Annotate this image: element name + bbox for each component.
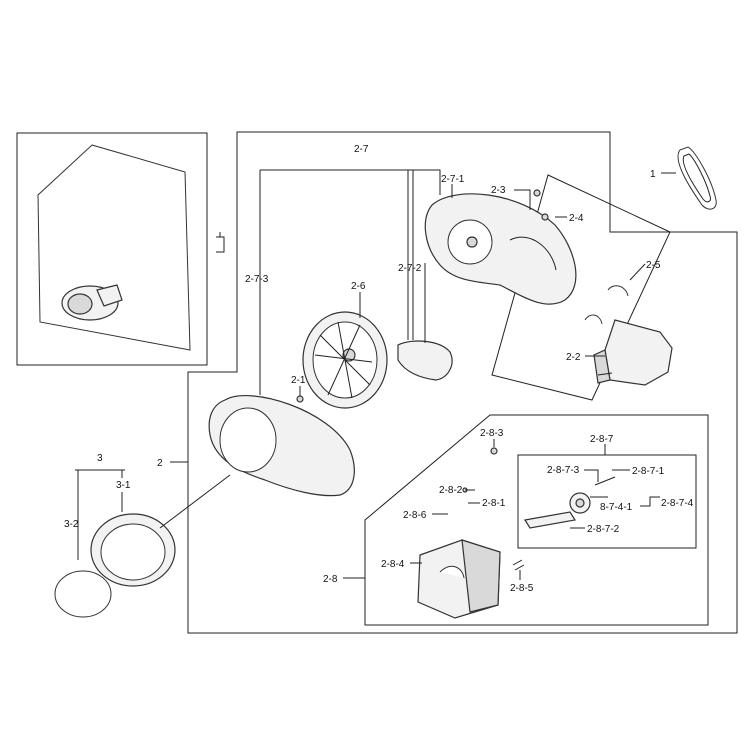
inset-frame bbox=[16, 132, 208, 366]
label-2-8-7-1: 2-8-7-1 bbox=[632, 466, 665, 477]
label-2-7-1: 2-7-1 bbox=[441, 174, 465, 185]
label-2-2: 2-2 bbox=[566, 352, 581, 363]
gasket bbox=[54, 570, 112, 618]
label-2-8-7: 2-8-7 bbox=[590, 434, 614, 445]
inset-motor bbox=[96, 284, 123, 307]
cabinet-outline bbox=[37, 144, 191, 351]
label-2-6: 2-6 bbox=[351, 281, 366, 292]
drive-belt bbox=[677, 146, 717, 210]
label-2-8-3: 2-8-3 bbox=[480, 428, 504, 439]
air-duct bbox=[397, 340, 453, 381]
bracket-subgroup-frame bbox=[364, 414, 709, 626]
label-2-1: 2-1 bbox=[291, 375, 306, 386]
label-3: 3 bbox=[97, 453, 103, 464]
label-2-8-1: 2-8-1 bbox=[482, 498, 506, 509]
fasteners bbox=[296, 189, 549, 571]
inset-blower-wheel bbox=[67, 293, 93, 315]
inset-clip bbox=[216, 232, 225, 253]
leader-lines bbox=[75, 169, 676, 580]
label-2-8-7-4: 2-8-7-4 bbox=[661, 498, 694, 509]
label-8-7-4-1: 8-7-4-1 bbox=[600, 502, 633, 513]
main-assembly-frame bbox=[187, 131, 738, 634]
label-2-3: 2-3 bbox=[491, 185, 506, 196]
blower-wheel bbox=[302, 311, 388, 409]
label-2-7: 2-7 bbox=[354, 144, 369, 155]
inset-cabinet bbox=[37, 144, 225, 351]
drive-motor bbox=[584, 285, 673, 386]
motor-subgroup-frame bbox=[491, 174, 671, 401]
label-2-7-2: 2-7-2 bbox=[398, 263, 422, 274]
label-2-8-7-2: 2-8-7-2 bbox=[587, 524, 620, 535]
label-2-4: 2-4 bbox=[569, 213, 584, 224]
label-2-8-7-3: 2-8-7-3 bbox=[547, 465, 580, 476]
blower-housing bbox=[208, 395, 355, 497]
label-2-8-2: 2-8-2 bbox=[439, 485, 463, 496]
label-2-8: 2-8 bbox=[323, 574, 338, 585]
label-3-2: 3-2 bbox=[64, 519, 79, 530]
frames bbox=[16, 131, 738, 634]
label-1: 1 bbox=[650, 169, 656, 180]
label-2-5: 2-5 bbox=[646, 260, 661, 271]
label-2-7-3: 2-7-3 bbox=[245, 274, 269, 285]
label-3-1: 3-1 bbox=[116, 480, 131, 491]
label-2: 2 bbox=[157, 458, 163, 469]
label-2-8-6: 2-8-6 bbox=[403, 510, 427, 521]
idler-pulley bbox=[524, 476, 616, 529]
label-2-8-5: 2-8-5 bbox=[510, 583, 534, 594]
blower-housing-cover bbox=[424, 193, 577, 305]
label-2-8-4: 2-8-4 bbox=[381, 559, 405, 570]
duct-ring-inner bbox=[100, 523, 166, 581]
motor-bracket bbox=[417, 539, 501, 619]
idler-subgroup-frame bbox=[517, 454, 697, 549]
part-labels: 1 2 2-1 2-2 2-3 2-4 2-5 2-6 2-7 2-7-1 2-… bbox=[64, 144, 694, 594]
drive-belt-inner bbox=[682, 153, 711, 203]
